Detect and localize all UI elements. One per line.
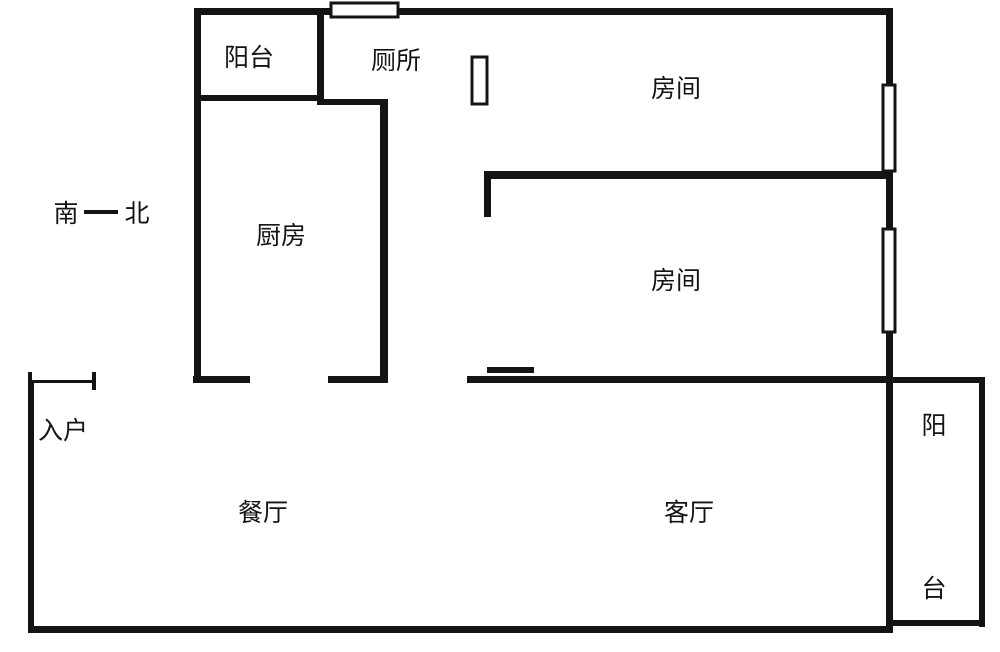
label-bedroom-mid: 房间: [651, 266, 701, 295]
label-balcony-top: 阳台: [224, 43, 274, 72]
window-right-2: [881, 227, 897, 334]
compass-north-label: 北: [124, 199, 149, 228]
label-bedroom-top: 房间: [651, 74, 701, 103]
compass: 南 北: [53, 199, 149, 228]
label-living: 客厅: [664, 498, 714, 527]
wall-balcony-right-top: [893, 377, 985, 383]
wall-kitchen-bottom-left: [193, 376, 250, 383]
wall-toilet-bottom: [317, 99, 388, 105]
walls: [28, 8, 985, 633]
wall-bottom: [28, 626, 893, 633]
wall-kitchen-right: [380, 99, 388, 383]
compass-south-label: 南: [53, 199, 78, 228]
wall-balcony-top-bottom: [197, 95, 324, 101]
wall-midroom-door-mark: [487, 367, 534, 373]
label-kitchen: 厨房: [256, 221, 306, 250]
label-balcony-right-top: 阳: [921, 411, 946, 440]
label-dining: 餐厅: [238, 498, 288, 527]
wall-bedrooms-divider: [484, 171, 893, 179]
wall-balcony-right-outer: [979, 377, 985, 627]
compass-dash: [84, 210, 118, 214]
wall-balcony-toilet-divider: [317, 8, 324, 104]
wall-left-upper: [194, 8, 201, 383]
window-right-1: [881, 83, 897, 173]
wall-bedrooms-divider-stub: [484, 179, 491, 217]
wall-entrance-line: [30, 380, 95, 383]
wall-right-seg2: [886, 169, 893, 231]
windows: [329, 1, 897, 334]
label-entrance: 入户: [38, 416, 88, 445]
window-toilet-bedroom: [470, 55, 489, 106]
wall-top-left: [197, 8, 330, 15]
room-labels: 阳台 厕所 房间 厨房 房间 入户 餐厅 客厅 阳 台: [38, 43, 947, 603]
label-balcony-right-bottom: 台: [921, 574, 946, 603]
wall-top-right: [398, 8, 893, 15]
wall-left-lower: [28, 380, 34, 633]
wall-right-seg3: [886, 330, 893, 633]
wall-kitchen-bottom-right: [328, 376, 388, 383]
wall-right-seg1: [886, 8, 893, 87]
label-toilet: 厕所: [371, 46, 421, 75]
wall-balcony-right-bottom: [893, 620, 985, 626]
wall-midroom-bottom: [467, 376, 893, 383]
wall-entrance-tick-right: [92, 372, 96, 390]
window-top: [329, 1, 400, 19]
